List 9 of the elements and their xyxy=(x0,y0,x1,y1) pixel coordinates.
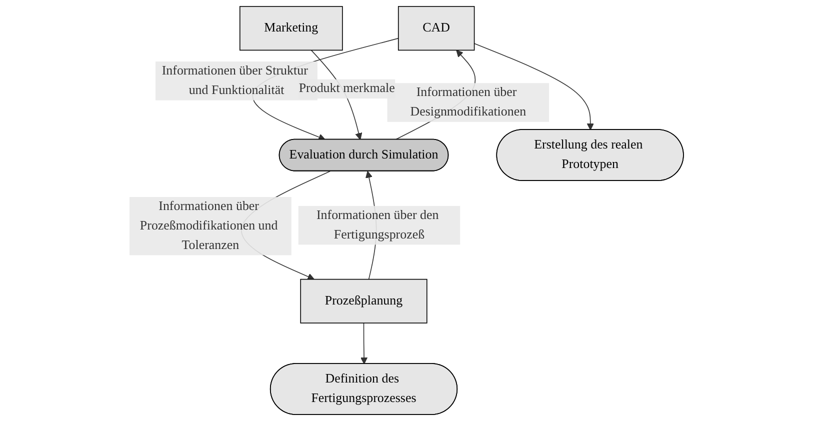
node-box: Prozeßplanung xyxy=(300,278,428,324)
edge-label: Produkt merkmale xyxy=(298,82,395,96)
arrow xyxy=(474,43,594,130)
node-box: CAD xyxy=(398,6,475,51)
edge-label: Informationen über den Fertigungsprozeß xyxy=(316,208,439,242)
node-box: Marketing xyxy=(240,6,343,51)
edge-label: Informationen über Prozeßmodifikationen und Toleranzen xyxy=(140,199,278,252)
edge-label: Informationen über Designmodifikationen xyxy=(410,86,526,119)
arrow xyxy=(360,322,368,364)
